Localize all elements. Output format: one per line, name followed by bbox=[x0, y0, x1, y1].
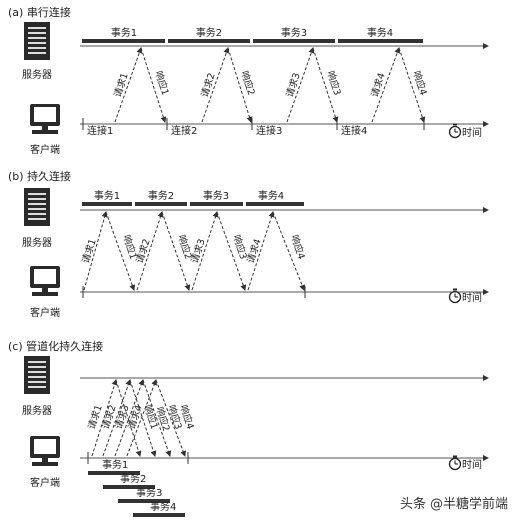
request-arrow bbox=[201, 47, 230, 123]
response-arrow bbox=[398, 47, 426, 123]
watermark-author: @半糖学前端 bbox=[430, 496, 508, 512]
transaction-bar bbox=[103, 485, 155, 489]
request-label: 请求4 bbox=[369, 71, 388, 99]
time-label: 时间 bbox=[462, 291, 482, 304]
section-b-persistent: (b) 持久连接 服务器 客户端 事务1 事务2 事务3 事务4 请求1 响应1… bbox=[8, 169, 489, 319]
request-arrow bbox=[286, 47, 315, 123]
connection-label: 连接4 bbox=[341, 124, 367, 137]
server-label: 服务器 bbox=[22, 404, 52, 417]
client-icon bbox=[30, 436, 60, 466]
watermark: 头条 @半糖学前端 bbox=[400, 496, 508, 512]
section-title: (b) 持久连接 bbox=[8, 169, 71, 183]
client-label: 客户端 bbox=[30, 143, 60, 156]
server-icon bbox=[24, 356, 50, 394]
request-label: 请求1 bbox=[80, 237, 99, 265]
request-arrow bbox=[91, 379, 118, 457]
server-label: 服务器 bbox=[22, 68, 52, 81]
response-arrow bbox=[140, 47, 167, 123]
request-label: 请求3 bbox=[284, 71, 303, 99]
response-label: 响应4 bbox=[410, 69, 429, 97]
response-arrow bbox=[161, 211, 191, 291]
clock-icon bbox=[448, 122, 462, 139]
request-arrow bbox=[114, 47, 143, 123]
response-arrow bbox=[312, 47, 339, 123]
time-label: 时间 bbox=[462, 458, 482, 471]
request-arrow bbox=[191, 211, 219, 291]
transaction-label: 事务1 bbox=[94, 189, 120, 202]
response-label: 响应2 bbox=[238, 69, 257, 97]
request-arrow bbox=[371, 47, 401, 123]
section-c-pipelined: (c) 管道化持久连接 服务器 客户端 请求1 请求2 请求3 请求4 响应1 … bbox=[8, 339, 489, 517]
transaction-bar bbox=[168, 39, 250, 43]
transaction-bar bbox=[190, 202, 243, 206]
time-label: 时间 bbox=[462, 126, 482, 139]
transaction-label: 事务3 bbox=[281, 26, 307, 39]
response-arrow bbox=[272, 211, 305, 291]
transaction-label: 事务4 bbox=[150, 500, 176, 513]
transaction-label: 事务4 bbox=[258, 189, 284, 202]
transaction-bar bbox=[135, 202, 187, 206]
connection-label: 连接1 bbox=[87, 124, 113, 137]
response-arrow bbox=[227, 47, 253, 123]
transaction-bar bbox=[338, 39, 423, 43]
server-icon bbox=[24, 188, 50, 226]
transaction-label: 事务1 bbox=[102, 458, 128, 471]
request-label: 请求1 bbox=[112, 71, 131, 99]
connection-label: 连接2 bbox=[171, 124, 197, 137]
response-arrow bbox=[105, 211, 136, 291]
transaction-label: 事务2 bbox=[148, 189, 174, 202]
server-icon bbox=[24, 22, 50, 60]
transaction-label: 事务3 bbox=[203, 189, 229, 202]
response-arrow bbox=[216, 211, 247, 291]
client-label: 客户端 bbox=[30, 306, 60, 319]
request-arrow bbox=[114, 379, 145, 457]
transaction-label: 事务2 bbox=[120, 472, 146, 485]
transaction-bar bbox=[82, 202, 132, 206]
response-label: 响应4 bbox=[288, 233, 307, 261]
request-label: 请求2 bbox=[199, 71, 218, 99]
response-arrow bbox=[115, 379, 142, 457]
transaction-label: 事务2 bbox=[196, 26, 222, 39]
clock-icon bbox=[448, 287, 462, 304]
section-title: (a) 串行连接 bbox=[8, 6, 71, 19]
request-arrow bbox=[102, 379, 132, 457]
connection-label: 连接3 bbox=[256, 124, 282, 137]
transaction-bar bbox=[253, 39, 335, 43]
section-title: (c) 管道化持久连接 bbox=[8, 339, 103, 353]
client-icon bbox=[30, 104, 60, 134]
request-arrow bbox=[83, 211, 108, 291]
transaction-label: 事务3 bbox=[136, 486, 162, 499]
request-arrow bbox=[247, 211, 275, 291]
watermark-source: 头条 bbox=[400, 496, 426, 512]
section-a-serial: (a) 串行连接 服务器 客户端 事务1 事务2 事务3 事务4 请求1 响应1… bbox=[8, 6, 489, 156]
transaction-bar bbox=[246, 202, 304, 206]
response-arrow bbox=[155, 379, 187, 457]
transaction-label: 事务4 bbox=[367, 26, 393, 39]
server-label: 服务器 bbox=[22, 236, 52, 249]
request-arrow bbox=[126, 379, 158, 457]
client-label: 客户端 bbox=[30, 476, 60, 489]
transaction-label: 事务1 bbox=[111, 26, 137, 39]
response-arrow bbox=[129, 379, 157, 457]
response-arrow bbox=[142, 379, 172, 457]
transaction-bar bbox=[133, 513, 185, 517]
transaction-bar bbox=[118, 499, 170, 503]
client-icon bbox=[30, 266, 60, 296]
transaction-bar bbox=[88, 471, 140, 475]
transaction-bar bbox=[82, 39, 165, 43]
request-arrow bbox=[136, 211, 164, 291]
